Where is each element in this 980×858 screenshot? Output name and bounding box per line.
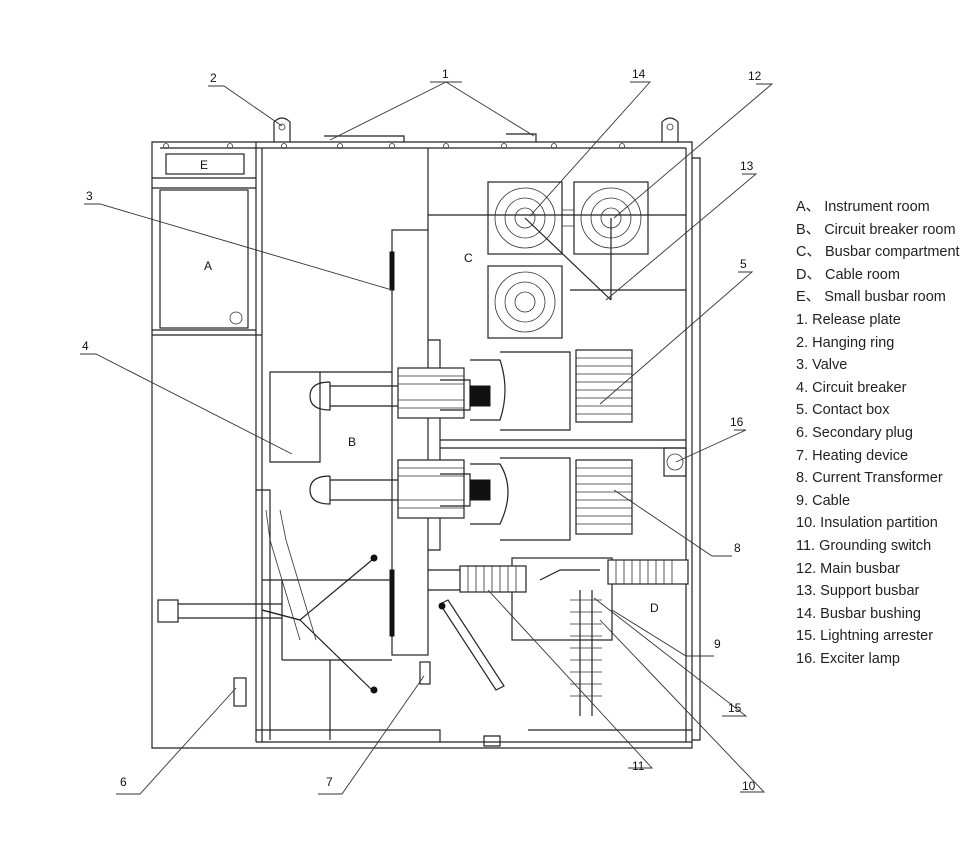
legend-item-14: 14. Busbar bushing (796, 605, 921, 622)
exciter-lamp (663, 447, 687, 477)
callout-2: 2 (210, 71, 217, 85)
legend-item-e: E、 Small busbar room (796, 289, 946, 306)
legend-item-16: 16. Exciter lamp (796, 650, 900, 667)
legend-item-11: 11. Grounding switch (796, 537, 932, 554)
callout-9: 9 (714, 637, 721, 651)
room-label-D: D (650, 601, 659, 615)
callout-1: 1 (442, 67, 449, 81)
callout-3: 3 (86, 189, 93, 203)
callout-12: 12 (748, 69, 762, 83)
callout-14: 14 (632, 67, 646, 81)
legend-item-d: D、 Cable room (796, 266, 900, 283)
lower-breaker-arm (309, 457, 571, 541)
instrument-room: E A (159, 153, 249, 329)
legend-item-13: 13. Support busbar (796, 583, 920, 600)
callout-numbers: 1 2 3 4 5 6 7 8 9 10 11 12 13 14 15 16 (82, 67, 762, 793)
legend-item-c: C、 Busbar compartment (796, 244, 960, 261)
callout-7: 7 (326, 775, 333, 789)
callout-10: 10 (742, 779, 756, 793)
secondary-plug-assembly (157, 509, 378, 707)
room-label-C: C (464, 251, 473, 265)
callout-15: 15 (728, 701, 742, 715)
legend-item-3: 3. Valve (796, 357, 848, 374)
legend-item-2: 2. Hanging ring (796, 334, 895, 351)
legend-item-8: 8. Current Transformer (796, 470, 943, 487)
cable-room: D (419, 557, 689, 716)
legend-item-5: 5. Contact box (796, 402, 890, 419)
legend-item-12: 12. Main busbar (796, 560, 900, 577)
legend-item-1: 1. Release plate (796, 311, 901, 328)
room-label-E: E (200, 158, 208, 172)
legend-item-4: 4. Circuit breaker (796, 379, 907, 396)
legend-item-15: 15. Lightning arrester (796, 628, 934, 645)
legend: A、 Instrument room B、 Circuit breaker ro… (796, 196, 976, 670)
legend-item-7: 7. Heating device (796, 447, 909, 464)
callout-4: 4 (82, 339, 89, 353)
legend-item-b: B、 Circuit breaker room (796, 221, 956, 238)
hanging-rings (273, 117, 679, 142)
callout-13: 13 (740, 159, 754, 173)
busbar-compartment: C (427, 148, 686, 339)
cabinet-frame (151, 141, 701, 749)
current-transformer-coils (440, 349, 686, 535)
upper-breaker-arm (309, 351, 571, 431)
callout-8: 8 (734, 541, 741, 555)
circuit-breaker-room: B (256, 229, 441, 740)
room-label-B: B (348, 435, 356, 449)
callout-16: 16 (730, 415, 744, 429)
legend-item-a: A、 Instrument room (796, 199, 930, 215)
callout-5: 5 (740, 257, 747, 271)
legend-item-10: 10. Insulation partition (796, 515, 938, 532)
callout-11: 11 (632, 759, 645, 773)
legend-item-6: 6. Secondary plug (796, 424, 913, 441)
release-plates (163, 133, 625, 149)
leader-lines (80, 81, 774, 795)
legend-item-9: 9. Cable (796, 492, 851, 509)
callout-6: 6 (120, 775, 127, 789)
room-label-A: A (204, 259, 212, 273)
